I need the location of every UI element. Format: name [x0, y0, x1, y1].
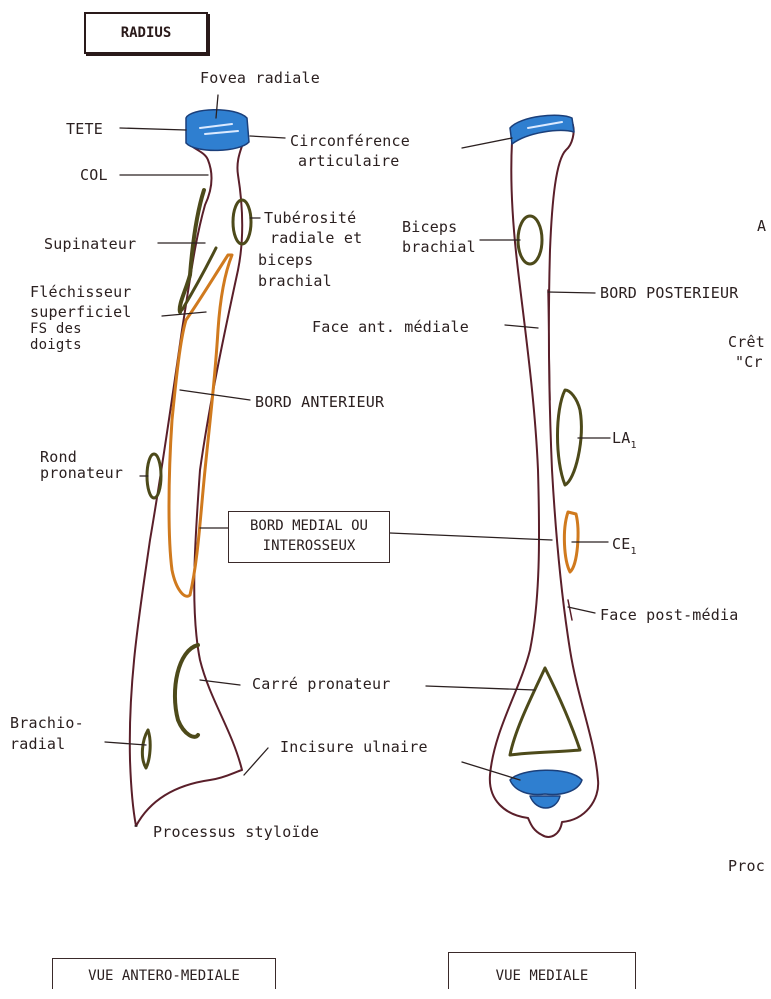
label-bord-medial-2: INTEROSSEUX [229, 536, 389, 556]
label-flechisseur-1: Fléchisseur [30, 284, 132, 301]
label-processus-styloide: Processus styloïde [153, 824, 319, 841]
label-face-ant-mediale: Face ant. médiale [312, 319, 469, 336]
rond-pronateur-insertion [147, 454, 161, 498]
label-right-edge-cr: "Cr [735, 354, 763, 371]
left-head-cartilage [186, 110, 249, 151]
carre-pronateur-insertion [175, 645, 198, 737]
label-tuberosite-1: Tubérosité [264, 210, 356, 227]
label-circonference-1: Circonférence [290, 133, 410, 150]
label-right-edge-proc: Proc [728, 858, 765, 875]
brachioradial-insertion [142, 730, 150, 768]
label-tuberosite-3: biceps [258, 252, 313, 269]
right-biceps-tuberosity [518, 216, 542, 264]
label-bord-anterieur: BORD ANTERIEUR [255, 394, 384, 411]
label-bord-medial-1: BORD MEDIAL OU [229, 516, 389, 536]
label-supinateur: Supinateur [44, 236, 136, 253]
label-face-post-mediale: Face post-média [600, 607, 738, 624]
label-incisure-ulnaire: Incisure ulnaire [280, 739, 428, 756]
right-distal-cartilage [510, 770, 582, 794]
label-flechisseur-2: superficiel [30, 304, 132, 321]
view-caption-left: VUE ANTERO-MEDIALE [52, 958, 276, 989]
label-carre-pronateur: Carré pronateur [252, 676, 390, 693]
label-tete: TETE [66, 121, 103, 138]
label-tuberosite-4: brachial [258, 273, 332, 290]
label-circonference-2: articulaire [298, 153, 400, 170]
label-biceps-2: brachial [402, 239, 476, 256]
label-biceps-1: Biceps [402, 219, 457, 236]
label-right-edge-cret: Crêt [728, 334, 765, 351]
label-fs-1: FS des [30, 322, 82, 337]
label-fovea-radiale: Fovea radiale [200, 70, 320, 87]
label-la1: LA1 [612, 430, 637, 449]
label-ce1: CE1 [612, 536, 637, 555]
label-right-edge-a: A [757, 218, 766, 235]
view-caption-right: VUE MEDIALE [448, 952, 636, 989]
label-brachio-1: Brachio- [10, 715, 84, 732]
label-bord-posterieur: BORD POSTERIEUR [600, 285, 738, 302]
label-tuberosite-2: radiale et [270, 230, 362, 247]
right-radius-outline [490, 121, 598, 837]
label-brachio-2: radial [10, 736, 65, 753]
label-col: COL [80, 167, 108, 184]
bord-medial-box: BORD MEDIAL OU INTEROSSEUX [228, 511, 390, 563]
right-head-cartilage [510, 115, 574, 144]
label-fs-2: doigts [30, 338, 82, 353]
label-rond-2: pronateur [40, 465, 123, 482]
